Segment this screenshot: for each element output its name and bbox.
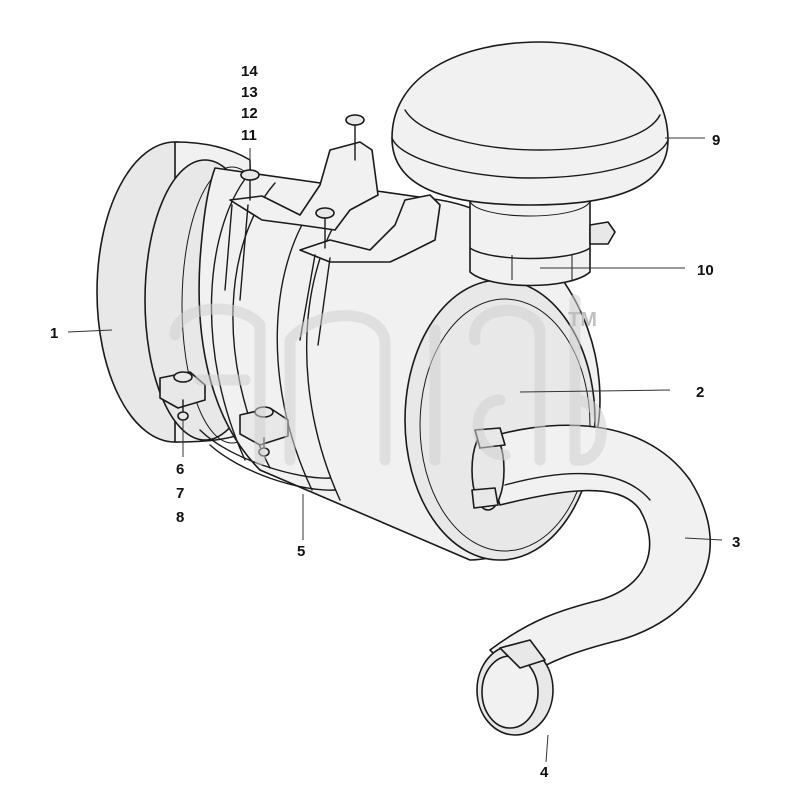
- callout-1: 1: [50, 325, 58, 342]
- callout-14: 14: [241, 63, 258, 80]
- bolt-11-rear: [240, 169, 260, 201]
- callout-4: 4: [540, 764, 549, 781]
- callout-2: 2: [696, 384, 704, 401]
- part-4-lower-hose-clamp: [476, 639, 554, 736]
- bolt-top-front: [315, 207, 335, 249]
- callout-7: 7: [176, 485, 184, 502]
- callout-11: 11: [241, 127, 257, 144]
- trademark-mark: TM: [568, 309, 597, 331]
- callout-13: 13: [241, 84, 258, 101]
- callout-5: 5: [297, 543, 305, 560]
- callout-8: 8: [176, 509, 184, 526]
- callout-9: 9: [712, 132, 720, 149]
- mounting-bracket-front: [299, 194, 441, 346]
- leader-lines: [67, 137, 723, 763]
- part-9-rain-cap: [391, 41, 669, 206]
- callout-6: 6: [176, 461, 184, 478]
- part-10-precleaner-tube: [469, 183, 616, 287]
- callout-labels: 1 2 3 4 5 6 7 8 9 10 11 12 13 14: [50, 63, 740, 781]
- part-5-strap-band: [199, 429, 336, 491]
- mounting-bracket-rear: [224, 141, 379, 301]
- clamp-bolt-left: [159, 371, 206, 421]
- callout-12: 12: [241, 105, 258, 122]
- watermark-logo: TM: [169, 294, 607, 466]
- callout-10: 10: [697, 262, 714, 279]
- callout-3: 3: [732, 534, 740, 551]
- bolt-top-rear-2: [345, 114, 365, 161]
